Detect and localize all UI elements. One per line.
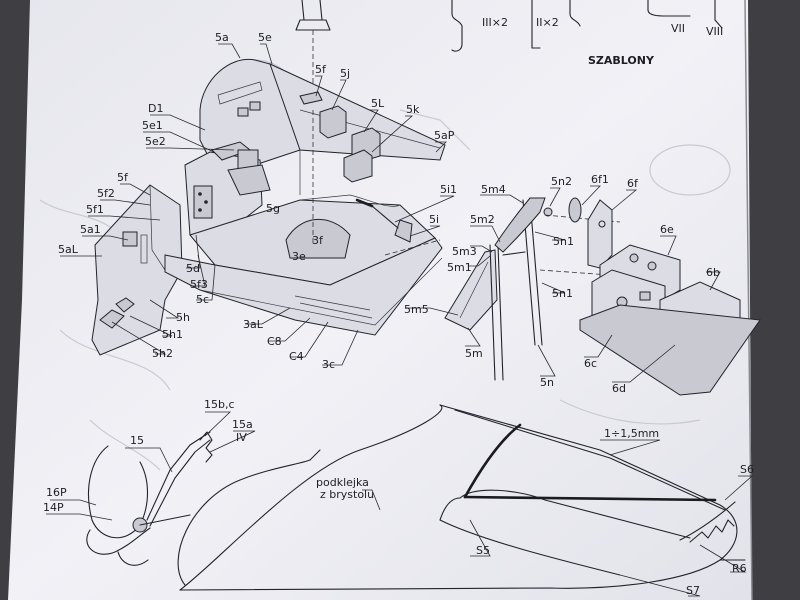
header-fragments: III×2 II×2 VII VIII SZABLONY [295, 0, 723, 110]
label-5h2: 5h2 [152, 347, 173, 360]
label-5n1-b: 5n1 [552, 287, 573, 300]
label-5f1: 5f1 [86, 203, 104, 216]
roman-vii: VII [671, 22, 685, 35]
label-5m3: 5m3 [452, 245, 477, 258]
label-5k: 5k [406, 103, 420, 116]
label-5e: 5e [258, 31, 272, 44]
label-iv: IV [236, 431, 247, 444]
label-6c: 6c [584, 357, 597, 370]
label-3e: 3e [292, 250, 306, 263]
page-edge [744, 0, 753, 600]
cockpit-assembly [60, 43, 455, 366]
label-s5: S5 [476, 544, 490, 557]
label-5j: 5j [340, 67, 350, 80]
label-6b: 6b [706, 266, 720, 279]
roman-viii: VIII [706, 25, 723, 38]
lower-labels: 15b,c 15a IV 15 16P 14P podklejka z brys… [43, 398, 754, 597]
label-podklejka: podklejka [316, 476, 369, 489]
label-5m4: 5m4 [481, 183, 506, 196]
bracket-6f [587, 199, 613, 269]
label-brystol: z brystolu [320, 488, 374, 501]
propeller-blade [87, 445, 148, 539]
label-d1: D1 [148, 102, 163, 115]
propeller-assembly [46, 411, 256, 566]
label-15a: 15a [232, 418, 253, 431]
label-16p: 16P [46, 486, 67, 499]
templates-title: SZABLONY [588, 54, 655, 67]
label-s6: S6 [740, 463, 754, 476]
seat-assembly [405, 185, 761, 396]
cockpit-labels: 5a 5e 5f 5j 5L 5k 5aP D1 5e1 5e2 5f 5f2 … [58, 31, 457, 371]
label-5ap: 5aP [434, 129, 455, 142]
label-5n1-a: 5n1 [553, 235, 574, 248]
label-c4: C4 [289, 350, 304, 363]
label-5n: 5n [540, 376, 554, 389]
seat-labels: 5m4 5n2 6f1 6f 5m2 5n1 6e 5m3 5m1 5n1 6b… [404, 173, 720, 395]
label-6e: 6e [660, 223, 674, 236]
label-5i1: 5i1 [440, 183, 457, 196]
label-5h: 5h [176, 311, 190, 324]
label-5a: 5a [215, 31, 229, 44]
label-5a1: 5a1 [80, 223, 101, 236]
label-5i: 5i [429, 213, 439, 226]
label-5d: 5d [186, 262, 200, 275]
label-5f: 5f [117, 171, 129, 184]
label-5l: 5L [371, 97, 385, 110]
round-disc-6f1 [568, 197, 582, 223]
label-5f2: 5f2 [97, 187, 115, 200]
label-14p: 14P [43, 501, 64, 514]
label-5h1: 5h1 [162, 328, 183, 341]
label-s7: S7 [686, 584, 700, 597]
label-5e2: 5e2 [145, 135, 166, 148]
label-6f1: 6f1 [591, 173, 609, 186]
label-5al: 5aL [58, 243, 79, 256]
wing-outline [179, 404, 443, 591]
wing-assembly [177, 404, 754, 597]
spar-line [463, 423, 522, 499]
label-5m2: 5m2 [470, 213, 495, 226]
label-r6: R6 [732, 562, 747, 575]
side-wall-right [269, 63, 446, 161]
label-15: 15 [130, 434, 144, 447]
label-6f: 6f [627, 177, 639, 190]
label-c8: C8 [267, 335, 282, 348]
label-15bc: 15b,c [204, 398, 235, 411]
roman-ii: II×2 [536, 16, 559, 29]
label-5g: 5g [266, 202, 280, 215]
label-5n2: 5n2 [551, 175, 572, 188]
label-thickness: 1÷1,5mm [604, 427, 659, 440]
label-3c: 3c [322, 358, 335, 371]
label-5f-top: 5f [315, 63, 327, 76]
label-5f3: 5f3 [190, 278, 208, 291]
label-5c: 5c [196, 293, 209, 306]
label-5m: 5m [465, 347, 483, 360]
label-3f: 3f [312, 234, 324, 247]
label-5e1: 5e1 [142, 119, 163, 132]
label-3al: 3aL [243, 318, 264, 331]
label-5m1: 5m1 [447, 261, 472, 274]
base-6d [579, 304, 761, 396]
label-6d: 6d [612, 382, 626, 395]
roman-iii: III×2 [482, 16, 508, 29]
label-5m5: 5m5 [404, 303, 429, 316]
